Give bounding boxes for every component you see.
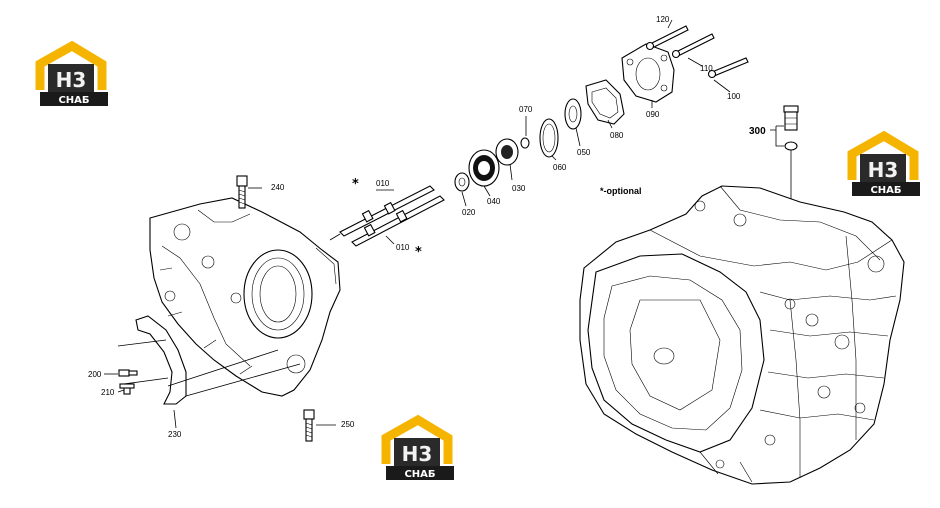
shafts-010 (329, 185, 445, 247)
fork-230 (135, 315, 187, 405)
label-010-bottom: 010 (396, 243, 410, 252)
asterisk-bottom: * (415, 245, 422, 260)
label-040: 040 (487, 197, 501, 206)
watermark-logo-right: H3 СНАБ (847, 130, 920, 196)
asterisk-top: * (352, 177, 359, 192)
label-250: 250 (341, 420, 355, 429)
bolt-110 (671, 33, 715, 67)
optional-note: *-optional (600, 186, 642, 196)
label-120: 120 (656, 15, 670, 24)
cover-090 (621, 43, 675, 108)
pin-200 (118, 369, 138, 377)
part-labels: 010 010 * * 020 030 040 050 060 070 080 … (88, 15, 766, 439)
svg-text:H3: H3 (56, 68, 87, 92)
label-050: 050 (577, 148, 591, 157)
pin-210 (119, 383, 135, 395)
svg-text:СНАБ: СНАБ (58, 95, 89, 106)
label-060: 060 (553, 163, 567, 172)
bolt-240 (236, 175, 248, 209)
label-240: 240 (271, 183, 285, 192)
ring-050 (564, 98, 582, 147)
label-110: 110 (700, 64, 713, 73)
label-020: 020 (462, 208, 476, 217)
watermark-logo-bottom: H3 СНАБ (381, 414, 454, 480)
bearing-030 (495, 138, 519, 181)
bolt-120 (645, 19, 689, 51)
gasket-080 (585, 79, 625, 129)
label-100: 100 (727, 92, 741, 101)
svg-text:СНАБ: СНАБ (870, 185, 901, 196)
label-010-top: 010 (376, 179, 390, 188)
ring-060 (539, 118, 559, 161)
label-030: 030 (512, 184, 526, 193)
label-300: 300 (749, 126, 766, 137)
label-080: 080 (610, 131, 624, 140)
svg-text:СНАБ: СНАБ (404, 469, 435, 480)
label-230: 230 (168, 430, 182, 439)
right-housing (579, 185, 905, 485)
label-070: 070 (519, 105, 533, 114)
ring-070 (520, 116, 530, 149)
left-housing (104, 175, 341, 442)
bolt-100 (707, 57, 749, 93)
seal-020 (454, 172, 470, 207)
svg-text:H3: H3 (868, 158, 899, 182)
svg-text:H3: H3 (402, 442, 433, 466)
bolt-250 (303, 409, 315, 442)
label-200: 200 (88, 370, 102, 379)
watermark-logo-top-left: H3 СНАБ (35, 40, 108, 106)
label-090: 090 (646, 110, 660, 119)
ring-040 (468, 149, 500, 197)
label-210: 210 (101, 388, 115, 397)
